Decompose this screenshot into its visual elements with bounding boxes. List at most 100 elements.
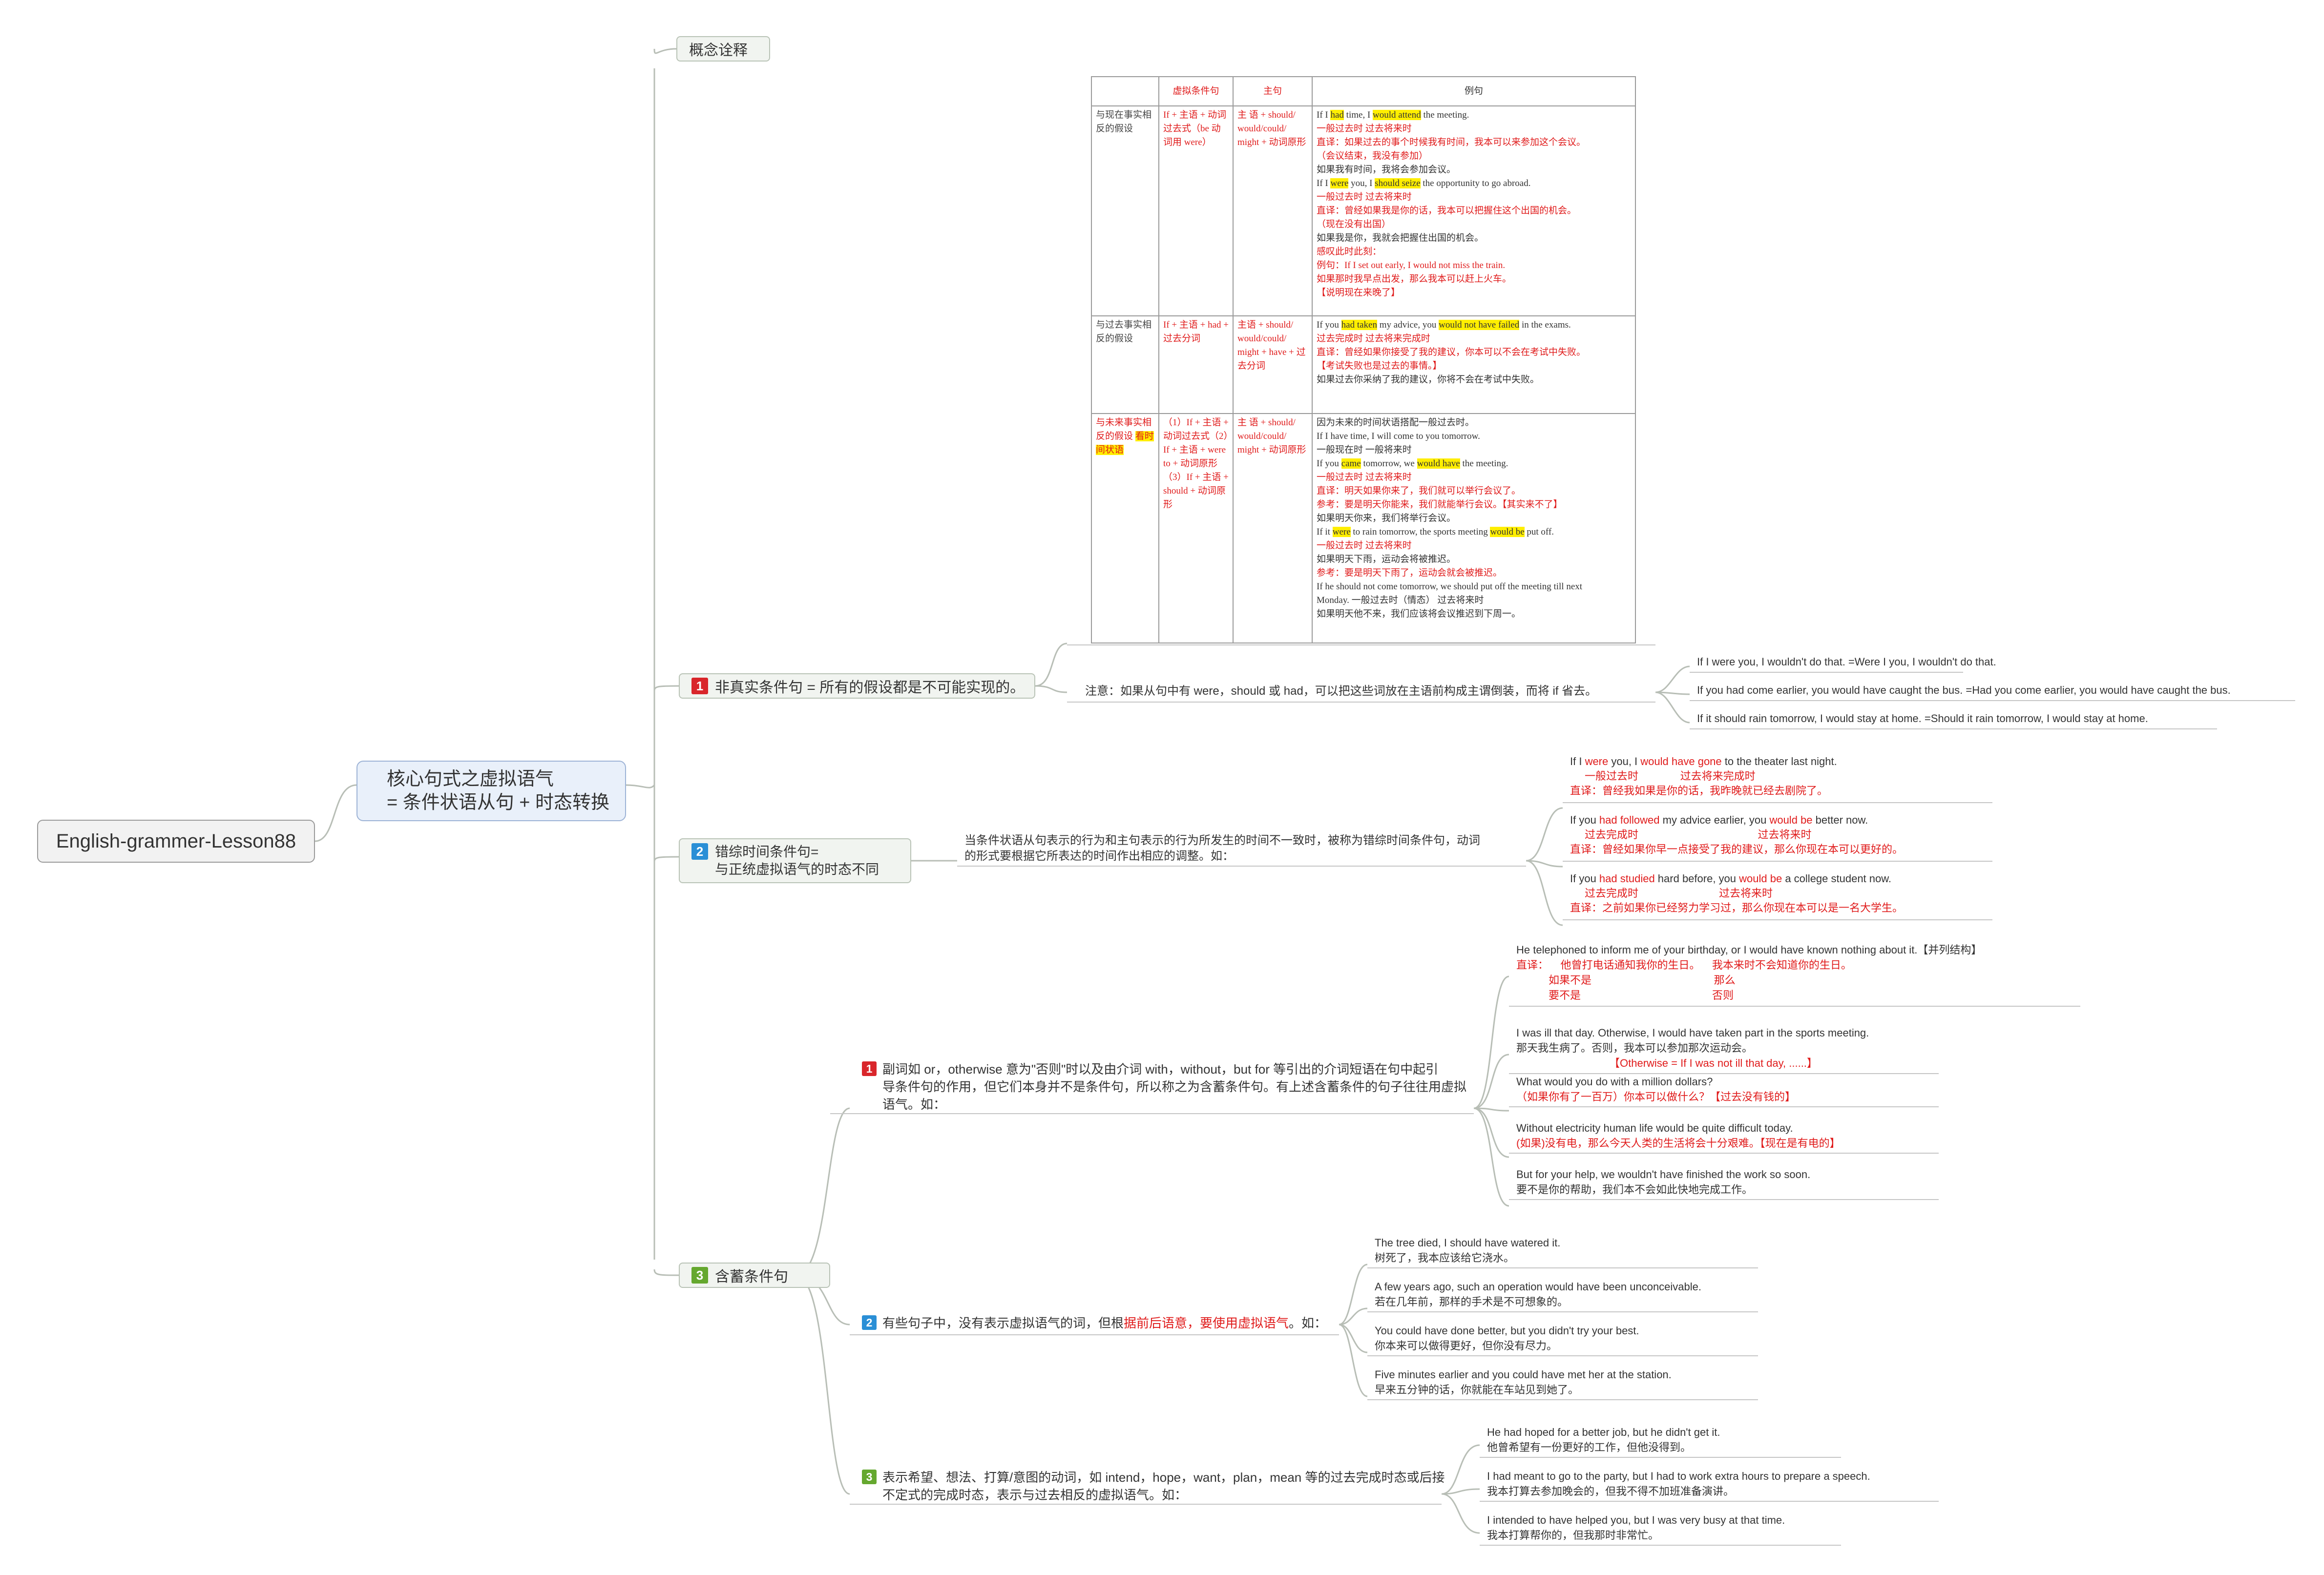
- highlight-verb: had taken: [1341, 320, 1377, 330]
- divider: [1509, 1199, 1939, 1200]
- unreal-note: 注意：如果从句中有 were，should 或 had，可以把这些词放在主语前构…: [1085, 684, 1597, 698]
- implied-sub-3[interactable]: 3 表示希望、想法、打算/意图的动词，如 intend，hope，want，pl…: [862, 1469, 1445, 1504]
- divider: [1563, 802, 1992, 803]
- divider: [1509, 1106, 1939, 1107]
- header-type: [1091, 76, 1159, 106]
- example-line: 如果我是你，我就会把握住出国的机会。: [1317, 233, 1484, 243]
- example-text: my advice, you: [1377, 320, 1439, 330]
- root-label: English-grammer-Lesson88: [56, 830, 296, 852]
- example-chinese: 树死了，我本应该给它浇水。: [1375, 1252, 1515, 1264]
- row-type-label: 与未来事实相反的假设: [1096, 417, 1152, 441]
- implied-example: A few years ago, such an operation would…: [1375, 1279, 1701, 1309]
- example-text: a college student now.: [1782, 872, 1892, 885]
- root-node[interactable]: English-grammer-Lesson88: [37, 820, 315, 863]
- inversion-1: If I were you, I wouldn't do that. =Were…: [1697, 656, 1996, 668]
- example-line: 过去完成时 过去将来完成时: [1317, 333, 1430, 344]
- highlight-verb: should seize: [1375, 178, 1421, 188]
- divider: [1367, 1399, 1758, 1400]
- row-examples: 因为未来的时间状语搭配一般过去时。 If I have time, I will …: [1312, 413, 1636, 643]
- example-line: 如果那时我早点出发，那么我本可以赶上火车。: [1317, 274, 1512, 284]
- verb-red: would be: [1739, 872, 1782, 885]
- example-english: I had meant to go to the party, but I ha…: [1487, 1470, 1870, 1482]
- example-chinese: 直译： 他曾打电话通知我你的生日。 我本来时不会知道你的生日。: [1516, 959, 1852, 971]
- tense-note: 一般过去时 过去将来完成时: [1585, 770, 1756, 782]
- priority-2-icon: 2: [862, 1315, 877, 1330]
- row-main: 主 语 + should/ would/could/ might + 动词原形: [1233, 105, 1313, 316]
- implied-node[interactable]: 3 含蓄条件句: [679, 1263, 830, 1288]
- example-text: If you: [1570, 814, 1599, 826]
- mixed-example: If I were you, I would have gone to the …: [1570, 754, 1837, 798]
- unreal-node[interactable]: 1 非真实条件句 = 所有的假设都是不可能实现的。: [679, 673, 1035, 699]
- example-english: I intended to have helped you, but I was…: [1487, 1514, 1785, 1526]
- tense-note: 过去完成时 过去将来时: [1585, 829, 1812, 841]
- example-line: If he should not come tomorrow, we shoul…: [1317, 581, 1583, 592]
- example-text: put off.: [1524, 527, 1554, 537]
- example-english: What would you do with a million dollars…: [1516, 1076, 1713, 1088]
- implied-sub-2-pre: 有些句子中，没有表示虚拟语气的词，但根: [882, 1316, 1124, 1330]
- example-text: to rain tomorrow, the sports meeting: [1350, 527, 1490, 537]
- verb-red: had followed: [1599, 814, 1660, 826]
- example-text: If you: [1570, 872, 1599, 885]
- concept-label: 概念诠释: [689, 42, 748, 59]
- verb-red: would have gone: [1640, 755, 1722, 767]
- example-text: time, I: [1343, 110, 1373, 120]
- concept-node[interactable]: 概念诠释: [676, 36, 770, 62]
- example-line: 如果我有时间，我将会参加会议。: [1317, 165, 1456, 175]
- implied-sub-1-line-1: 副词如 or，otherwise 意为"否则"时以及由介词 with，witho…: [882, 1062, 1439, 1077]
- verb-red: had studied: [1599, 872, 1655, 885]
- divider: [1563, 861, 1992, 862]
- implied-label: 含蓄条件句: [715, 1269, 788, 1285]
- example-chinese: 要不是你的帮助，我们本不会如此快地完成工作。: [1516, 1183, 1753, 1196]
- subjunctive-table: 虚拟条件句 主句 例句 与现在事实相反的假设 If + 主语 + 动词过去式（b…: [1091, 76, 1636, 643]
- priority-3-icon: 3: [691, 1267, 708, 1284]
- implied-example: What would you do with a million dollars…: [1516, 1074, 1796, 1104]
- tense-note: 过去完成时 过去将来时: [1585, 887, 1773, 899]
- implied-sub-2[interactable]: 2 有些句子中，没有表示虚拟语气的词，但根据前后语意，要使用虚拟语气。如：: [862, 1314, 1327, 1332]
- example-line: 如果过去你采纳了我的建议，你将不会在考试中失败。: [1317, 374, 1540, 385]
- example-text: If I: [1317, 110, 1331, 120]
- example-text: hard before, you: [1654, 872, 1739, 885]
- example-english: He telephoned to inform me of your birth…: [1516, 944, 1982, 956]
- example-line: If you had taken my advice, you would no…: [1317, 318, 1631, 332]
- example-line: 例句：If I set out early, I would not miss …: [1317, 260, 1506, 270]
- implied-example: I had meant to go to the party, but I ha…: [1487, 1469, 1870, 1499]
- example-english: Without electricity human life would be …: [1516, 1122, 1793, 1134]
- example-text: to the theater last night.: [1721, 755, 1837, 767]
- example-english: A few years ago, such an operation would…: [1375, 1281, 1702, 1293]
- highlight-verb: came: [1341, 458, 1361, 469]
- central-topic[interactable]: 核心句式之虚拟语气 = 条件状语从句 + 时态转换: [356, 761, 626, 821]
- example-line: 因为未来的时间状语搭配一般过去时。: [1317, 417, 1475, 428]
- verb-red: would be: [1769, 814, 1813, 826]
- example-line: （会议结束，我没有参加）: [1317, 151, 1428, 161]
- example-line: If I have time, I will come to you tomor…: [1317, 431, 1480, 441]
- example-line: 一般过去时 过去将来时: [1317, 124, 1412, 134]
- table-header-row: 虚拟条件句 主句 例句: [1091, 76, 1636, 106]
- divider: [1480, 1457, 1841, 1458]
- inversion-2: If you had come earlier, you would have …: [1697, 684, 2231, 696]
- implied-sub-1[interactable]: 1 副词如 or，otherwise 意为"否则"时以及由介词 with，wit…: [862, 1060, 1466, 1113]
- example-line: Monday. 一般过去时（情态） 过去将来时: [1317, 595, 1484, 605]
- example-chinese: (如果)没有电，那么今天人类的生活将会十分艰难。【现在是有电的】: [1516, 1137, 1841, 1149]
- implied-example: I was ill that day. Otherwise, I would h…: [1516, 1025, 1869, 1071]
- example-english: He had hoped for a better job, but he di…: [1487, 1426, 1720, 1438]
- header-example: 例句: [1312, 76, 1636, 106]
- example-line: 【考试失败也是过去的事情。】: [1317, 361, 1442, 371]
- implied-sub-2-post: 。如：: [1289, 1316, 1327, 1330]
- example-line: If I were you, I should seize the opport…: [1317, 177, 1631, 190]
- literal-translation: 直译：之前如果你已经努力学习过，那么你现在本可以是一名大学生。: [1570, 902, 1904, 914]
- example-line: 如果明天下雨，运动会将被推迟。: [1317, 554, 1456, 564]
- example-sentence: If you had followed my advice earlier, y…: [1570, 813, 1903, 828]
- literal-translation: 直译：曾经如果你早一点接受了我的建议，那么你现在本可以更好的。: [1570, 843, 1904, 855]
- example-line: 参考：要是明天你能来，我们就能举行会议。【其实来不了】: [1317, 499, 1563, 510]
- example-english: You could have done better, but you didn…: [1375, 1325, 1639, 1337]
- example-chinese: 你本来可以做得更好，但你没有尽力。: [1375, 1340, 1558, 1352]
- mixed-label-2: 与正统虚拟语气的时态不同: [715, 862, 879, 877]
- row-type: 与未来事实相反的假设 看时间状语: [1091, 413, 1159, 643]
- implied-example: Without electricity human life would be …: [1516, 1120, 1841, 1151]
- example-text: my advice earlier, you: [1659, 814, 1770, 826]
- mixed-node[interactable]: 2 错综时间条件句= 与正统虚拟语气的时态不同: [679, 838, 911, 883]
- example-chinese: 那天我生病了。否则，我本可以参加那次运动会。: [1516, 1042, 1753, 1054]
- mixed-example: If you had studied hard before, you woul…: [1570, 871, 1903, 915]
- example-text: the meeting.: [1421, 110, 1469, 120]
- example-text: better now.: [1812, 814, 1868, 826]
